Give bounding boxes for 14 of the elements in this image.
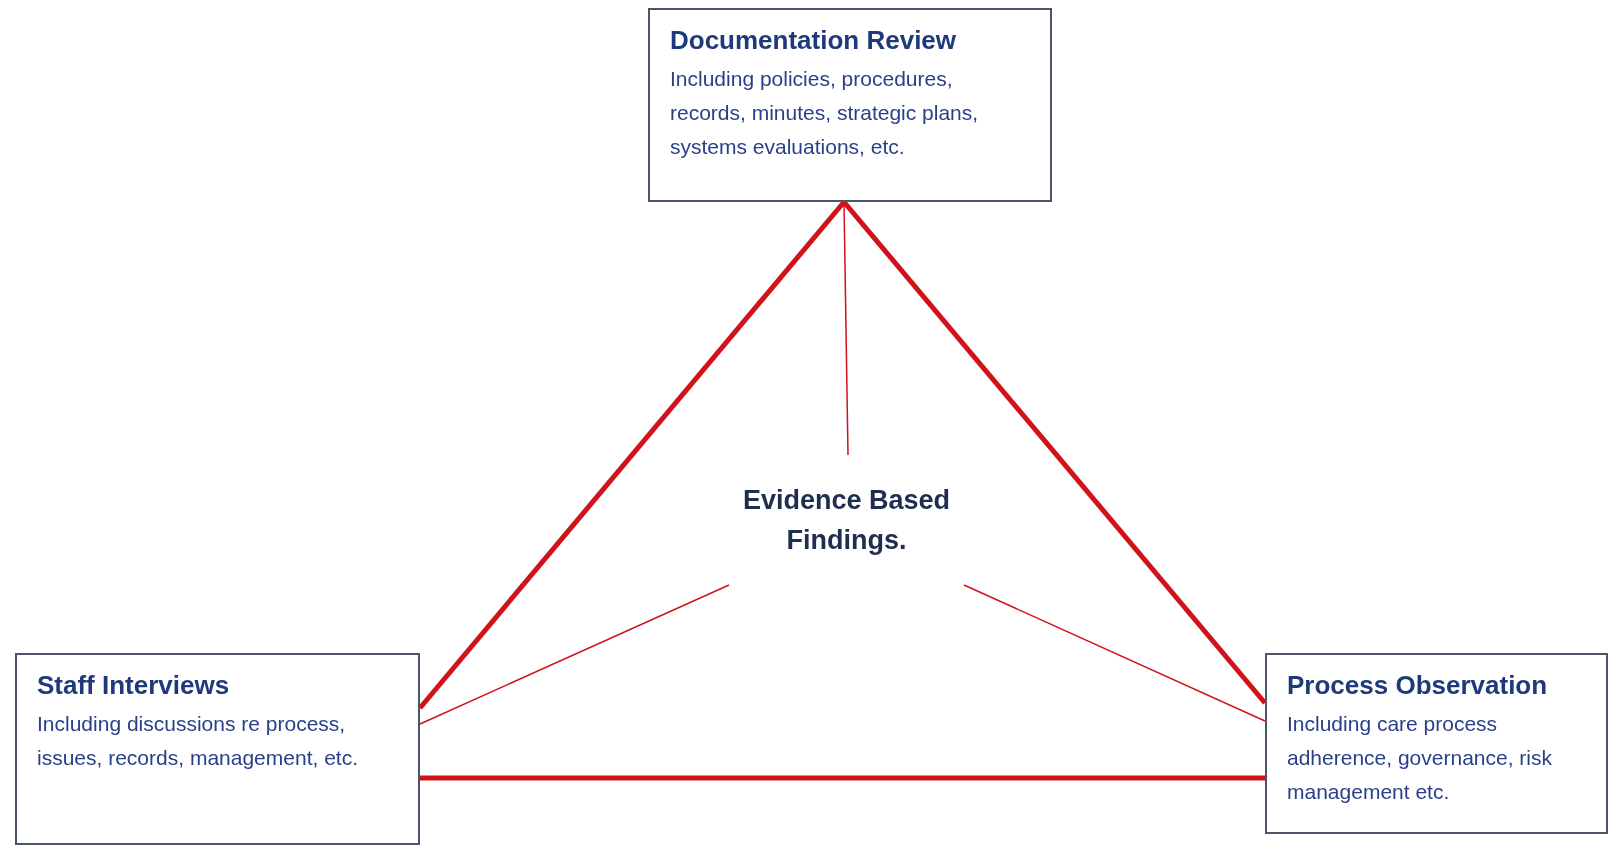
box-heading: Documentation Review <box>670 24 958 57</box>
box-description: Including policies, procedures, records, minutes, strategic plans, systems evaluations, etc. <box>670 66 980 160</box>
connector-line <box>963 584 1266 722</box>
box-description: Including care process adherence, governance, risk management etc. <box>1287 711 1553 805</box>
connector-line <box>420 775 1265 781</box>
box-description: Including discussions re process, issues, records, management, etc. <box>37 711 359 771</box>
connector-line <box>419 584 730 725</box>
center-label: Evidence Based Findings. <box>741 484 952 557</box>
method-box <box>1265 653 1608 834</box>
method-box <box>648 8 1052 202</box>
connector-line <box>842 200 1267 705</box>
box-heading: Process Observation <box>1287 669 1549 702</box>
method-box <box>15 653 420 845</box>
box-heading: Staff Interviews <box>37 669 231 702</box>
